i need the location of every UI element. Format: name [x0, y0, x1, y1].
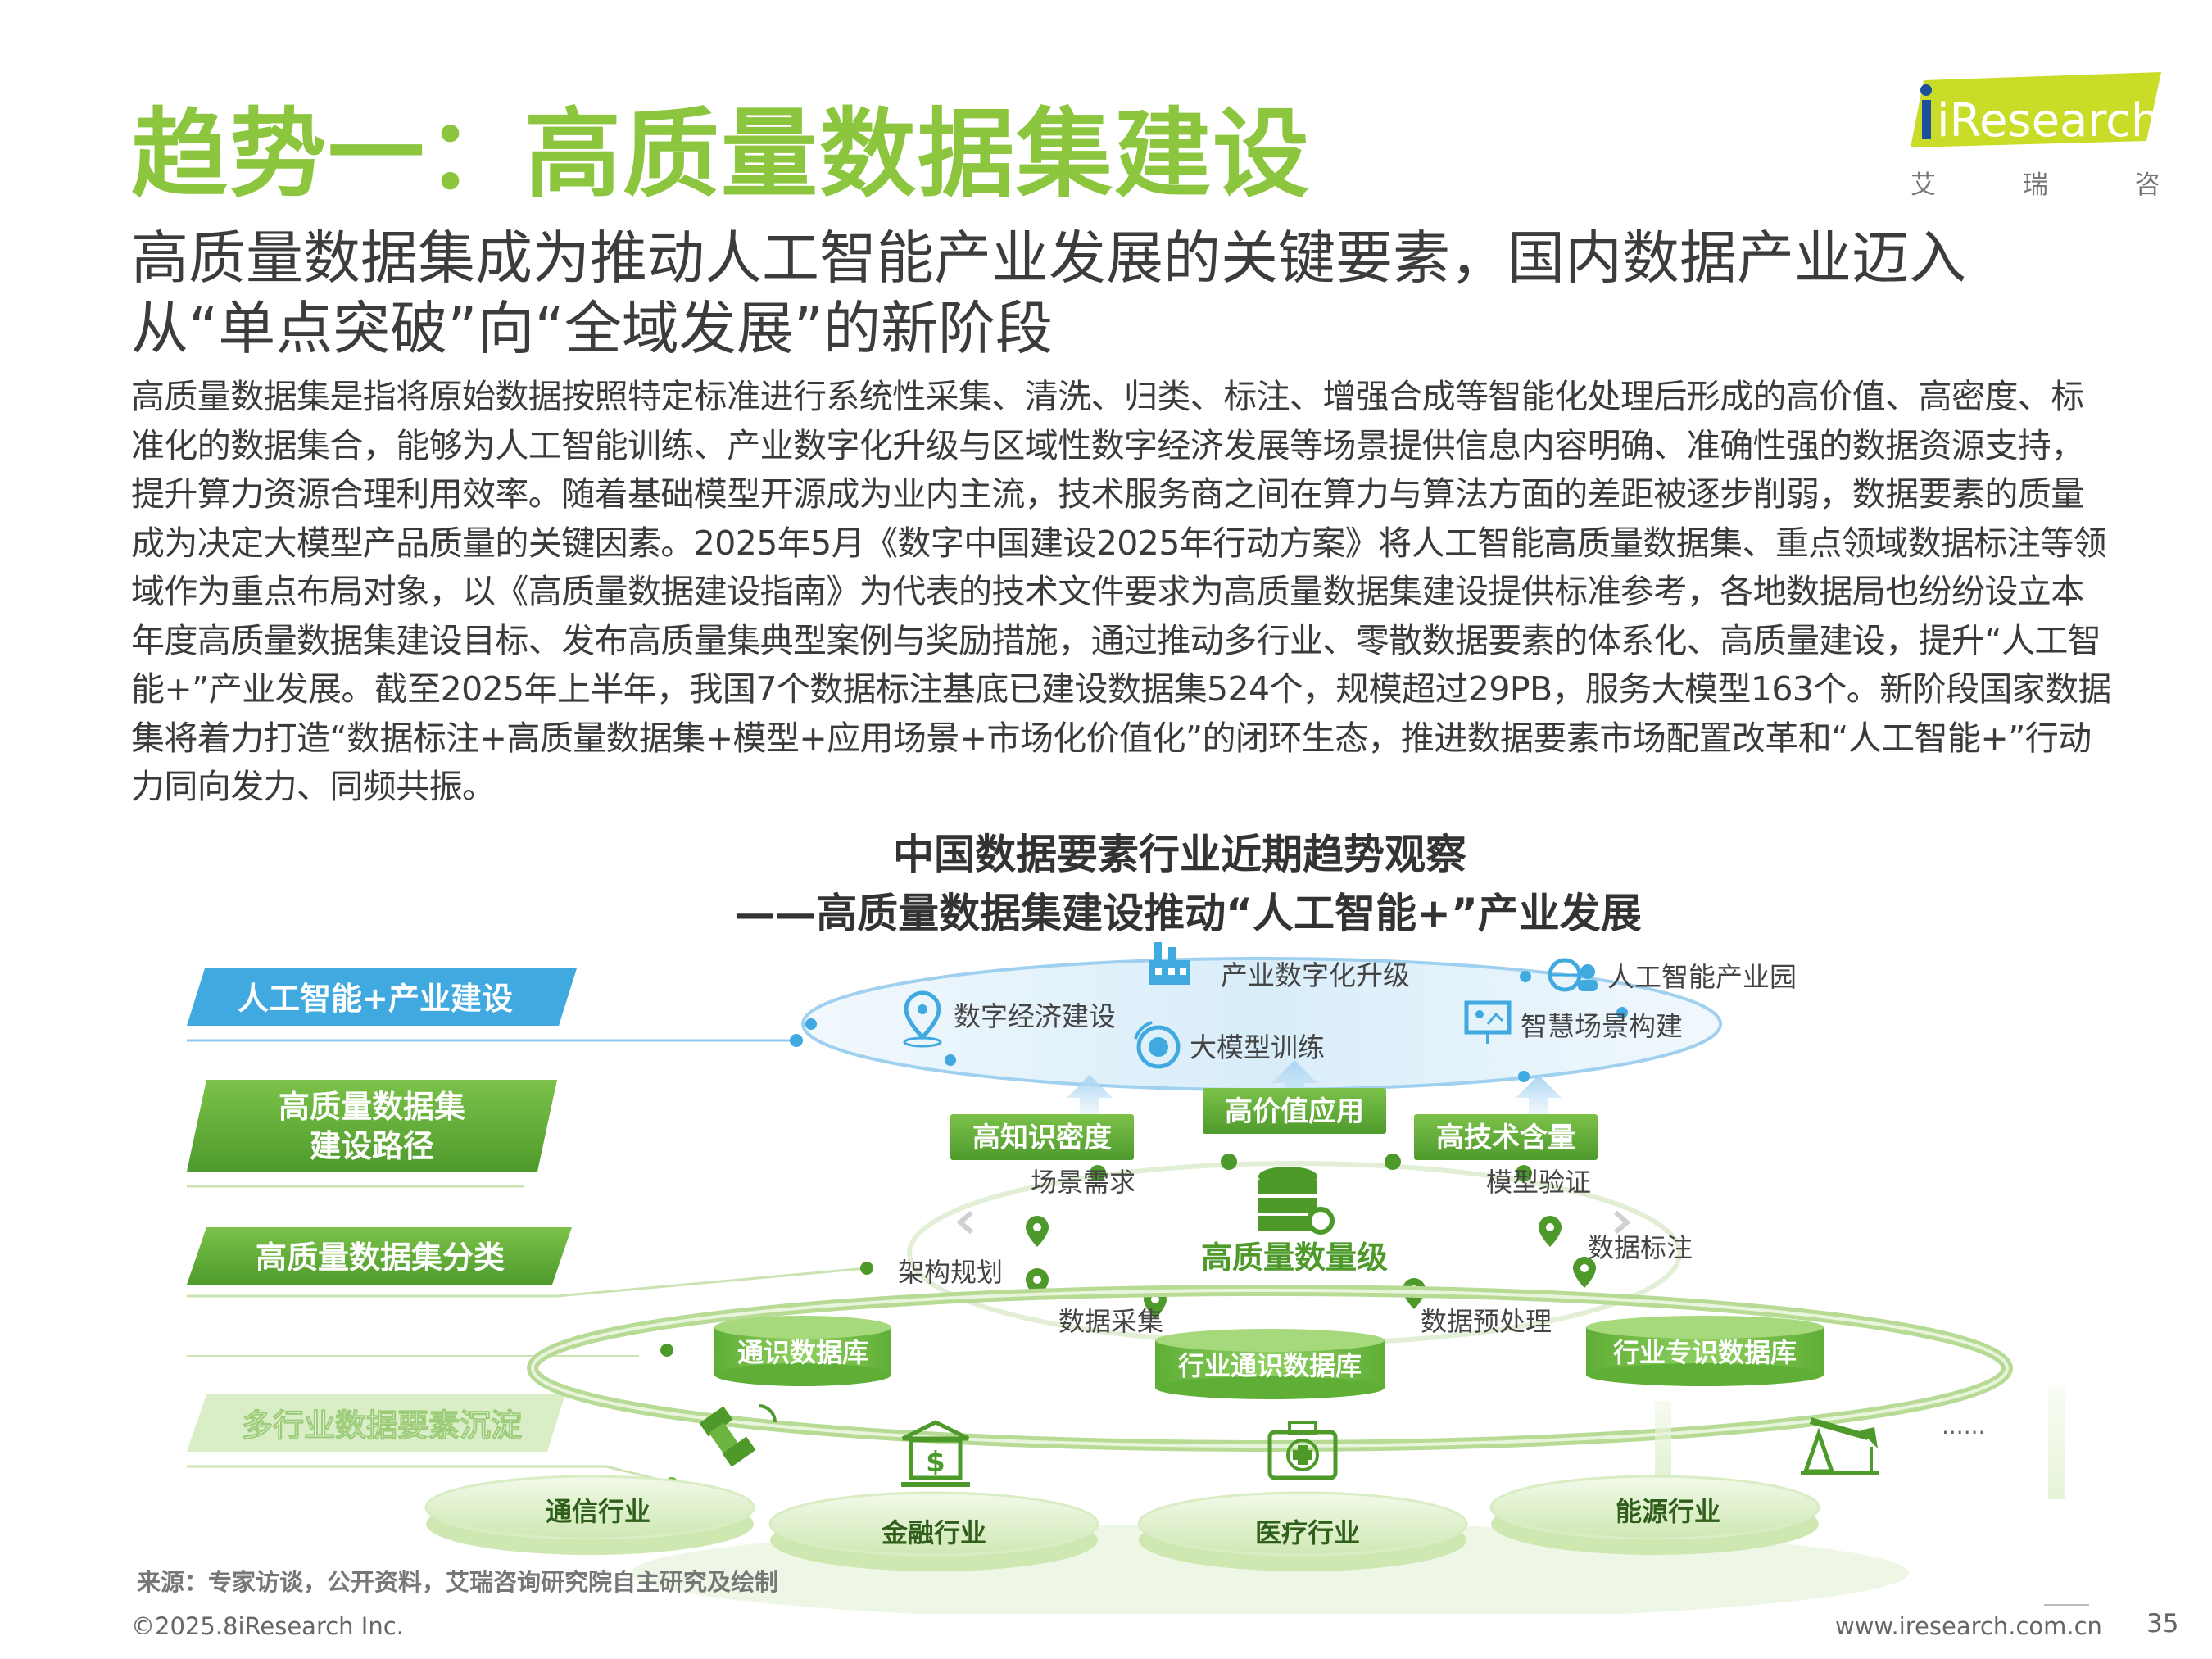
up-arrow-icons — [1067, 1060, 1562, 1121]
bank-icon: $ — [901, 1420, 970, 1487]
db-industry-special-text: 行业专识数据库 — [1613, 1337, 1797, 1368]
trend-diagram: 人工智能+产业建设 高质量数据集 建设路径 高质量数据集分类 多行业数据要素沉淀 — [180, 942, 2179, 1622]
badge-high-knowledge-text: 高知识密度 — [972, 1122, 1112, 1154]
step-scene-demand: 场景需求 — [1031, 1167, 1135, 1198]
presentation-icon — [1464, 1000, 1512, 1044]
item-ai-park: 人工智能产业园 — [1607, 961, 1797, 993]
badge-high-tech: 高技术含量 — [1414, 1114, 1598, 1160]
website-link[interactable]: www.iresearch.com.cn — [1835, 1612, 2102, 1640]
disc-telecom: 通信行业 — [424, 1475, 755, 1555]
db-general-text: 通识数据库 — [737, 1337, 868, 1368]
logo-mark: iResearch 艾 瑞 咨 询 — [1911, 72, 2212, 200]
disc-energy: 能源行业 — [1489, 1475, 1820, 1555]
medical-kit-icon — [1267, 1421, 1338, 1480]
item-llm-training: 大模型训练 — [1190, 1031, 1325, 1063]
label-build-path: 高质量数据集 建设路径 — [187, 1080, 557, 1172]
item-industry-digital: 产业数字化升级 — [1221, 959, 1410, 991]
label-multi-industry: 多行业数据要素沉淀 — [187, 1394, 565, 1452]
db-industry-special: 行业专识数据库 — [1586, 1316, 1824, 1386]
svg-text:$: $ — [926, 1446, 945, 1479]
footer-divider — [2044, 1604, 2089, 1606]
step-data-labeling: 数据标注 — [1588, 1232, 1693, 1263]
chevron-right-icon — [1614, 1210, 1631, 1235]
logo-tagline: 艾 瑞 咨 询 — [1911, 170, 2163, 200]
logo-brand: iResearch — [1937, 94, 2160, 147]
badge-high-value: 高价值应用 — [1203, 1088, 1386, 1134]
label-ai-industry: 人工智能+产业建设 — [187, 968, 577, 1026]
figure-subtitle: ——高质量数据集建设推动“人工智能+”产业发展 — [734, 890, 1642, 937]
svg-text:建设路径: 建设路径 — [310, 1128, 434, 1164]
svg-text:高质量数据集: 高质量数据集 — [279, 1089, 465, 1125]
db-industry-general: 行业通识数据库 — [1155, 1329, 1385, 1399]
brain-chip-icon — [1134, 1021, 1181, 1069]
step-model-validation: 模型验证 — [1486, 1167, 1591, 1198]
pin-icon — [1539, 1216, 1562, 1247]
step-data-preprocess: 数据预处理 — [1421, 1306, 1552, 1337]
industry-energy: 能源行业 — [1616, 1496, 1720, 1527]
pin-icon — [1573, 1257, 1596, 1288]
badge-high-value-text: 高价值应用 — [1225, 1095, 1364, 1128]
database-icon — [1258, 1167, 1335, 1235]
body-paragraph: 高质量数据集是指将原始数据按照特定标准进行系统性采集、清洗、归类、标注、增强合成… — [131, 377, 2112, 806]
item-smart-scene: 智慧场景构建 — [1521, 1010, 1683, 1042]
pin-icon — [1026, 1216, 1049, 1247]
disc-finance: 金融行业 — [768, 1491, 1099, 1571]
industry-finance: 金融行业 — [881, 1517, 986, 1548]
db-general: 通识数据库 — [714, 1316, 891, 1386]
page-number: 35 — [2146, 1609, 2179, 1639]
factory-icon — [1149, 942, 1190, 985]
db-industry-general-text: 行业通识数据库 — [1178, 1350, 1362, 1381]
step-data-collection: 数据采集 — [1058, 1306, 1163, 1337]
industry-telecom: 通信行业 — [546, 1496, 650, 1527]
source-note: 来源：专家访谈，公开资料，艾瑞咨询研究院自主研究及绘制 — [137, 1568, 779, 1596]
globe-user-icon — [1548, 958, 1598, 992]
center-label: 高质量数量级 — [1201, 1240, 1388, 1276]
label-multi-industry-text: 多行业数据要素沉淀 — [242, 1407, 522, 1444]
item-digital-economy: 数字经济建设 — [954, 1000, 1116, 1032]
figure-title: 中国数据要素行业近期趋势观察 — [893, 831, 1466, 878]
location-pin-icon — [903, 990, 942, 1048]
page-title: 趋势一：高质量数据集建设 — [131, 97, 1312, 211]
industry-medical: 医疗行业 — [1255, 1517, 1360, 1548]
satellite-icon — [699, 1404, 777, 1467]
oil-pump-icon — [1801, 1417, 1879, 1475]
badge-high-tech-text: 高技术含量 — [1436, 1122, 1575, 1154]
copyright: ©2025.8iResearch Inc. — [131, 1612, 404, 1640]
disc-medical: 医疗行业 — [1137, 1491, 1468, 1571]
industry-more: ...... — [1942, 1412, 1985, 1439]
label-classification: 高质量数据集分类 — [187, 1227, 572, 1285]
iresearch-logo: iResearch 艾 瑞 咨 询 — [1901, 66, 2212, 205]
label-classification-text: 高质量数据集分类 — [256, 1240, 505, 1276]
label-ai-industry-text: 人工智能+产业建设 — [238, 981, 513, 1017]
step-architecture: 架构规划 — [898, 1257, 1003, 1288]
chevron-left-icon — [956, 1210, 973, 1235]
page-subtitle: 高质量数据集成为推动人工智能产业发展的关键要素，国内数据产业迈入从“单点突破”向… — [131, 224, 1966, 362]
badge-high-knowledge: 高知识密度 — [950, 1114, 1134, 1160]
